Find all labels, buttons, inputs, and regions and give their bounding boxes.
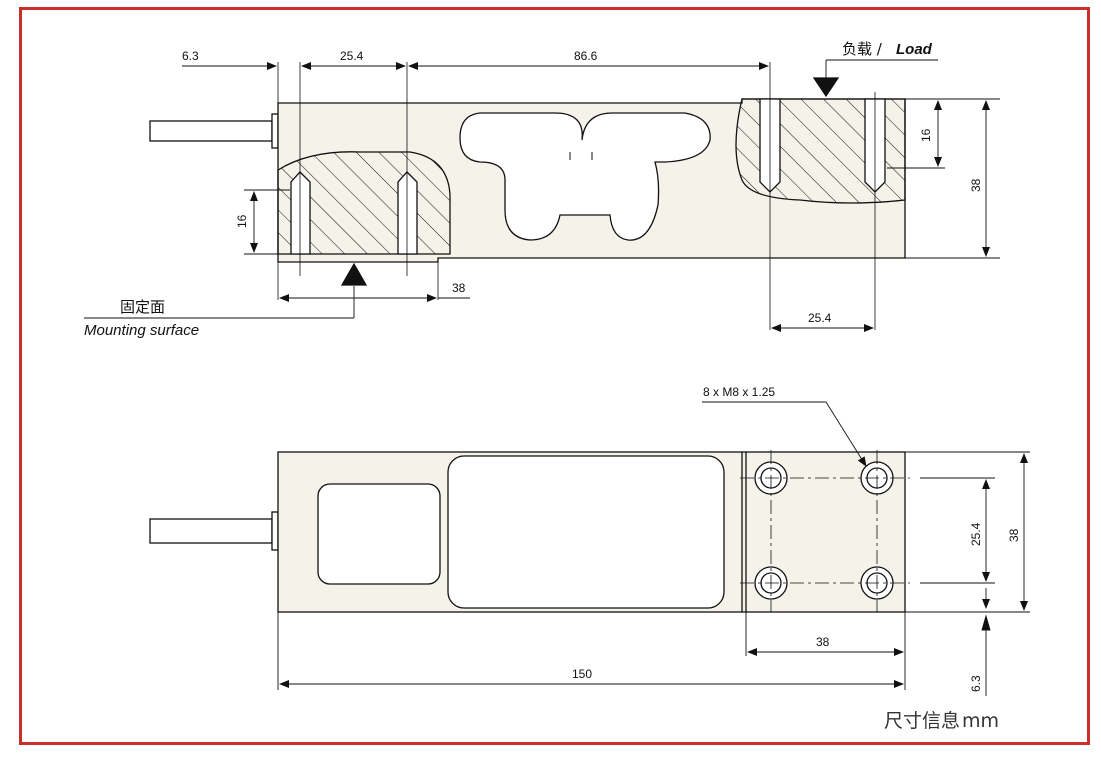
mount-label-en: Mounting surface xyxy=(84,322,199,339)
threaded-bore-left-1 xyxy=(290,171,311,255)
cable-gland-plan xyxy=(271,511,279,551)
dim-plan-hole-span: 38 xyxy=(816,635,830,649)
cable-side xyxy=(149,120,273,142)
dim-top-spacing-left: 25.4 xyxy=(340,49,364,63)
centerlines-side xyxy=(277,62,876,330)
plan-view xyxy=(149,401,1030,696)
dim-top-center-span: 86.6 xyxy=(574,49,598,63)
dim-plan-spacing-vertical: 25.4 xyxy=(969,522,983,546)
dim-right-hole-depth: 16 xyxy=(919,128,933,142)
centerlines-plan xyxy=(740,450,910,612)
cable-gland-side xyxy=(271,113,279,149)
drawing-frame xyxy=(19,7,1090,745)
load-label-cn: 负载 / xyxy=(842,40,883,58)
cable-plan xyxy=(149,518,273,544)
dim-left-hole-depth: 16 xyxy=(235,214,249,228)
dim-plan-length: 150 xyxy=(572,667,592,681)
load-arrow xyxy=(812,77,840,98)
dim-bottom-spacing-right: 25.4 xyxy=(808,311,832,325)
cutout-inner-divider xyxy=(569,152,593,160)
dim-plan-height: 38 xyxy=(1007,528,1021,542)
dimension-lines-plan xyxy=(277,401,1030,696)
left-pocket xyxy=(317,483,441,585)
threaded-bore-left-2 xyxy=(397,171,418,255)
thread-callout: 8 x M8 x 1.25 xyxy=(703,385,775,399)
center-pocket xyxy=(447,455,725,609)
dimension-lines-top xyxy=(84,59,1000,332)
dim-plan-offset: 6.3 xyxy=(969,675,983,692)
mount-arrow xyxy=(340,262,368,286)
dim-bottom-span-left: 38 xyxy=(452,281,466,295)
dim-top-offset: 6.3 xyxy=(182,49,199,63)
caption-cn: 尺寸信息 xyxy=(884,710,960,732)
binocular-cutout xyxy=(459,112,711,241)
mount-label-cn: 固定面 xyxy=(120,298,165,316)
load-label-en: Load xyxy=(896,41,933,58)
dim-height-right: 38 xyxy=(969,178,983,192)
side-view xyxy=(84,59,1000,332)
caption-unit: mm xyxy=(962,710,999,732)
